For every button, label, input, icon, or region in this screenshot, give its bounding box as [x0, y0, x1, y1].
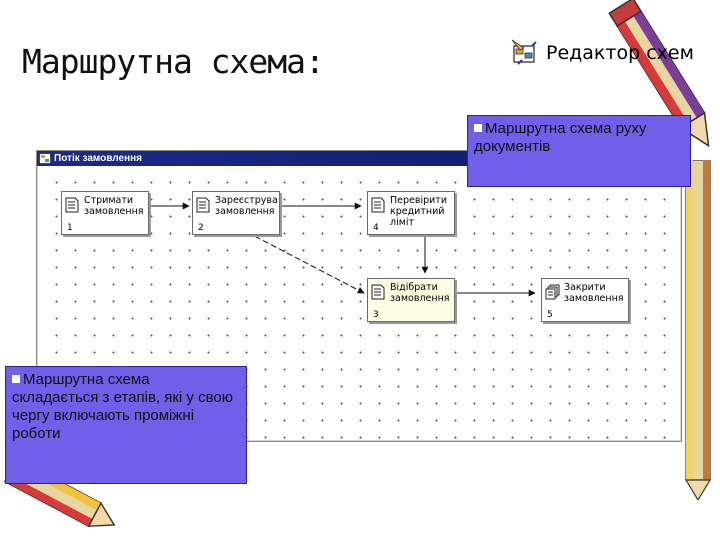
node-3[interactable]: Відібрати замовлення 3 [367, 278, 455, 322]
node-label: Відібрати замовлення [390, 282, 450, 304]
node-label: Закрити замовлення [564, 282, 624, 304]
node-number: 2 [198, 223, 204, 233]
node-number: 5 [547, 310, 553, 320]
document-icon [371, 284, 385, 300]
link-2-3 [238, 227, 365, 294]
node-number: 1 [67, 223, 73, 233]
node-number: 3 [373, 310, 379, 320]
bullet-icon [12, 375, 20, 383]
node-1[interactable]: Стримати замовлення 1 [61, 191, 149, 235]
callout-top-text: Маршрутна схема руху документів [474, 120, 647, 155]
callout-bottom: Маршрутна схема складається з етапів, як… [5, 366, 247, 484]
pencil-decoration-right [684, 160, 712, 500]
node-2[interactable]: Зареєструва замовлення 2 [192, 191, 280, 235]
document-icon [371, 197, 385, 213]
callout-top: Маршрутна схема руху документів [467, 115, 691, 187]
document-icon [196, 197, 210, 213]
node-4[interactable]: Перевірити кредитний ліміт 4 [367, 191, 455, 235]
node-label: Перевірити кредитний ліміт [390, 195, 448, 228]
pencil-decoration-top [608, 0, 710, 148]
stacked-documents-icon [545, 284, 560, 300]
diagram-editor-badge: Редактор схем [510, 36, 694, 70]
diagram-links [149, 202, 536, 297]
node-number: 4 [373, 223, 379, 233]
bullet-icon [474, 124, 482, 132]
flow-window-icon [39, 153, 51, 164]
window-title: Потік замовлення [54, 153, 142, 164]
slide-title: Маршрутна схема: [22, 42, 325, 81]
diagram-editor-icon [511, 39, 537, 65]
diagram-editor-label: Редактор схем [546, 42, 694, 64]
document-icon [65, 197, 79, 213]
node-label: Зареєструва замовлення [215, 195, 278, 217]
node-label: Стримати замовлення [84, 195, 144, 217]
callout-bottom-text: Маршрутна схема складається з етапів, як… [12, 371, 233, 442]
node-5[interactable]: Закрити замовлення 5 [541, 278, 629, 322]
